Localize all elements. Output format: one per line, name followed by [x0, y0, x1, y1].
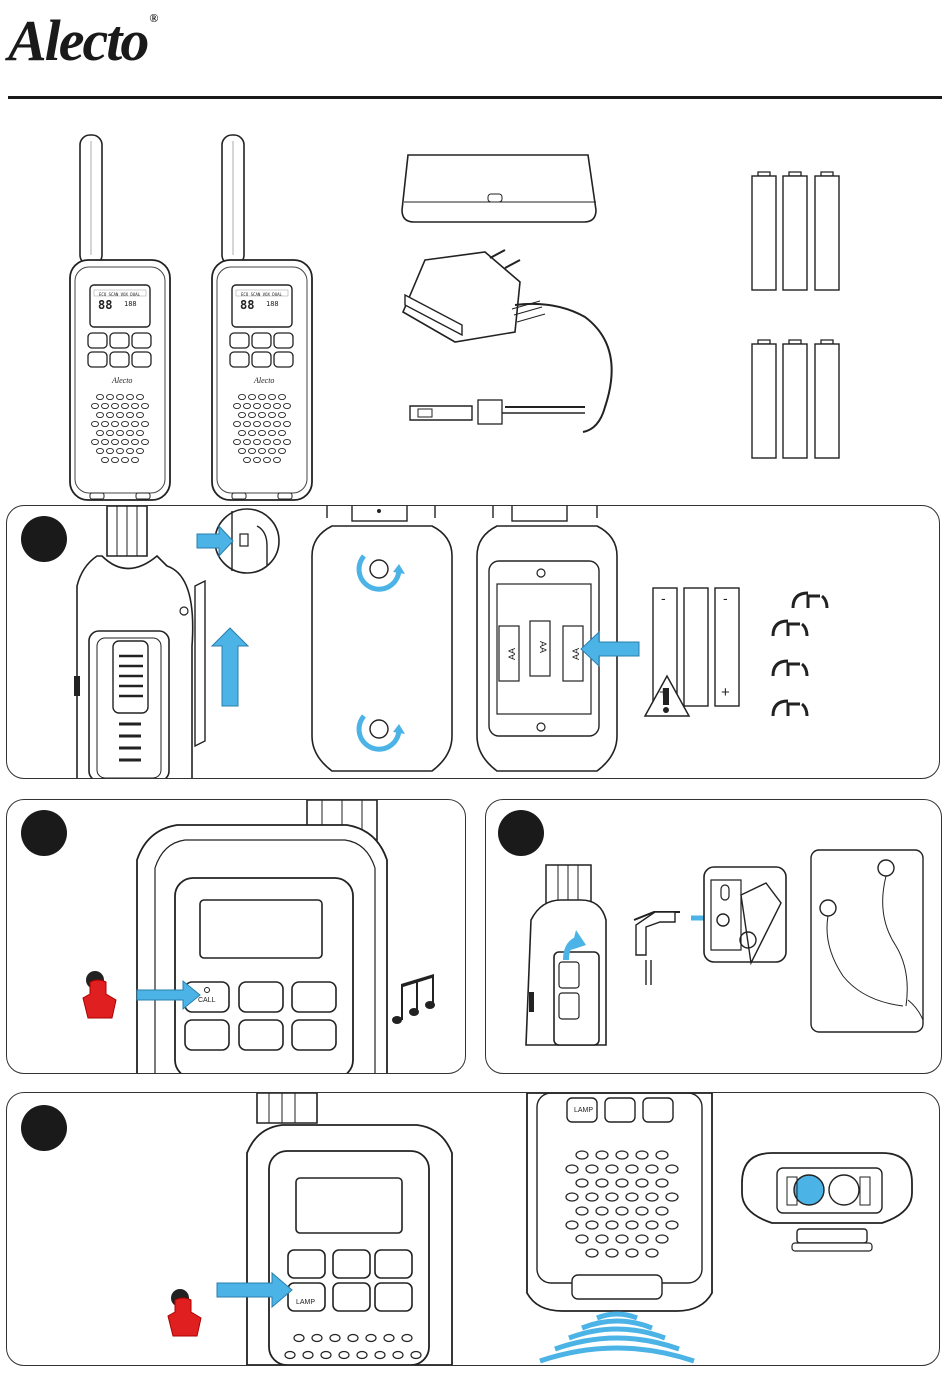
- step-panel-headset: [485, 799, 942, 1074]
- brand-name: Alecto: [8, 8, 147, 73]
- headset-step-drawing: [486, 800, 941, 1073]
- lamp-led-detail: [742, 1153, 912, 1251]
- lcd-status-line-right: ECO SCAN VOX DUAL: [241, 292, 282, 297]
- arrow-slide-up: [212, 628, 248, 706]
- handset-logo-right: Alecto: [254, 376, 274, 385]
- finger-press-icon: [83, 971, 116, 1018]
- handset-right: [212, 135, 312, 500]
- step-panel-battery-install: AA AA AA - - + +: [6, 505, 940, 779]
- earpiece-headset: [811, 850, 923, 1032]
- lcd-digits-left: 88: [98, 298, 112, 312]
- lcd-status-line-left: ECO SCAN VOX DUAL: [99, 292, 140, 297]
- battery-pack-1: [752, 172, 839, 290]
- battery-plus-2: +: [721, 684, 730, 701]
- ringtone-notes-icon: [392, 974, 435, 1024]
- handset-logo-left: Alecto: [112, 376, 132, 385]
- battery-pack-2: [752, 340, 839, 458]
- handset-left: [70, 135, 170, 500]
- battery-minus-1: -: [661, 590, 666, 606]
- battery-polarity-icon: [773, 593, 827, 716]
- battery-install-drawing: [7, 506, 939, 778]
- call-step-drawing: [7, 800, 465, 1073]
- lcd-digits-right: 88: [240, 298, 254, 312]
- charging-cradle: [402, 155, 596, 222]
- step-panel-lamp: LAMP LAMP: [6, 1092, 940, 1366]
- step-panel-call: CALL: [6, 799, 466, 1074]
- battery-minus-2: -: [723, 590, 728, 606]
- radio-bottom-view: [527, 1093, 712, 1311]
- package-contents-drawing: [0, 110, 950, 490]
- slot-label-3: AA: [571, 648, 581, 660]
- slot-label-1: AA: [507, 648, 517, 660]
- radio-side-view: [74, 506, 205, 779]
- lamp-step-drawing: [7, 1093, 939, 1365]
- lamp-button-label-back: LAMP: [574, 1107, 593, 1114]
- package-contents: ECO SCAN VOX DUAL ECO SCAN VOX DUAL 88 8…: [0, 110, 950, 490]
- lcd-small-left: 188: [124, 300, 137, 308]
- lcd-small-right: 188: [266, 300, 279, 308]
- call-button-label: CALL: [198, 997, 216, 1004]
- power-adapter: [403, 250, 612, 432]
- finger-press-icon-lamp: [168, 1289, 201, 1336]
- battery-cover: [312, 505, 452, 771]
- brand-logo: Alecto®: [8, 12, 156, 70]
- lamp-button-label: LAMP: [296, 1299, 315, 1306]
- slot-label-2: AA: [538, 641, 548, 653]
- battery-plus-1: +: [659, 684, 668, 701]
- jack-port-detail: [704, 867, 786, 963]
- headset-plug: [634, 911, 714, 985]
- header-divider: [8, 96, 942, 99]
- lamp-beam-icon: [540, 1314, 694, 1361]
- registered-mark: ®: [149, 11, 156, 25]
